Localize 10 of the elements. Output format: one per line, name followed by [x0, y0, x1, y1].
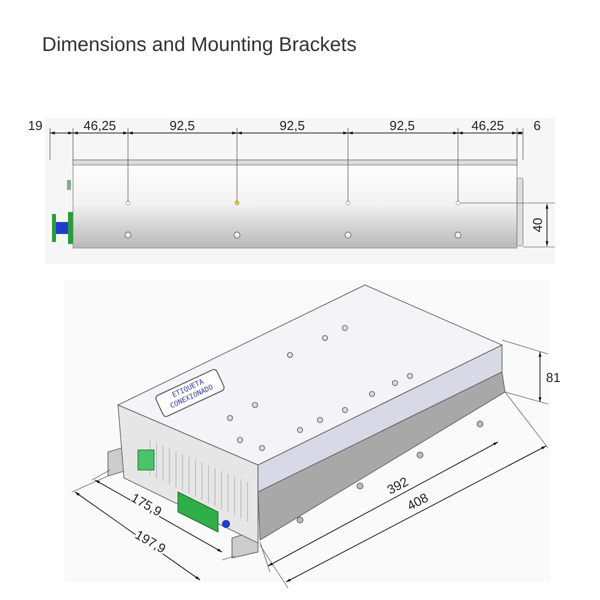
- dimension-value: 92,5: [170, 119, 195, 133]
- dimension-value: 46,25: [84, 119, 116, 133]
- page-title: Dimensions and Mounting Brackets: [42, 34, 357, 57]
- dimension-value: 46,25: [472, 119, 504, 133]
- dimension-value: 19: [28, 119, 42, 133]
- dimension-value: 92,5: [390, 119, 415, 133]
- dimension-value: 81: [546, 371, 560, 385]
- dimension-value: 6: [534, 119, 541, 133]
- dimension-value: 92,5: [280, 119, 305, 133]
- dimension-value: 40: [531, 218, 546, 232]
